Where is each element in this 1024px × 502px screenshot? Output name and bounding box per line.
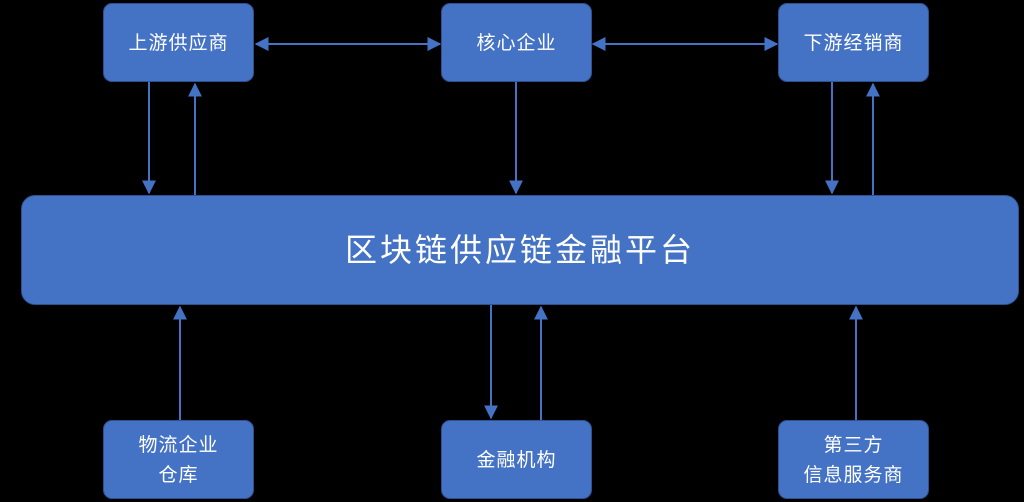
node-blockchain-platform: 区块链供应链金融平台	[21, 195, 1019, 305]
node-upstream-label: 上游供应商	[128, 31, 229, 54]
node-financial-institution: 金融机构	[441, 420, 592, 499]
node-finance-label: 金融机构	[476, 448, 557, 471]
node-third-party-label-line1: 第三方	[823, 433, 884, 456]
node-upstream-supplier: 上游供应商	[103, 3, 254, 82]
node-logistics-label-line2: 仓库	[158, 463, 199, 486]
node-third-party-info-service: 第三方 信息服务商	[778, 420, 929, 499]
node-logistics-label-line1: 物流企业	[138, 433, 219, 456]
node-downstream-label: 下游经销商	[803, 31, 904, 54]
node-downstream-distributor: 下游经销商	[778, 3, 929, 82]
node-third-party-label-line2: 信息服务商	[803, 463, 904, 486]
node-platform-label: 区块链供应链金融平台	[344, 231, 695, 269]
node-logistics-warehouse: 物流企业 仓库	[103, 420, 254, 499]
node-core-enterprise: 核心企业	[441, 3, 592, 82]
node-core-label: 核心企业	[476, 31, 557, 54]
